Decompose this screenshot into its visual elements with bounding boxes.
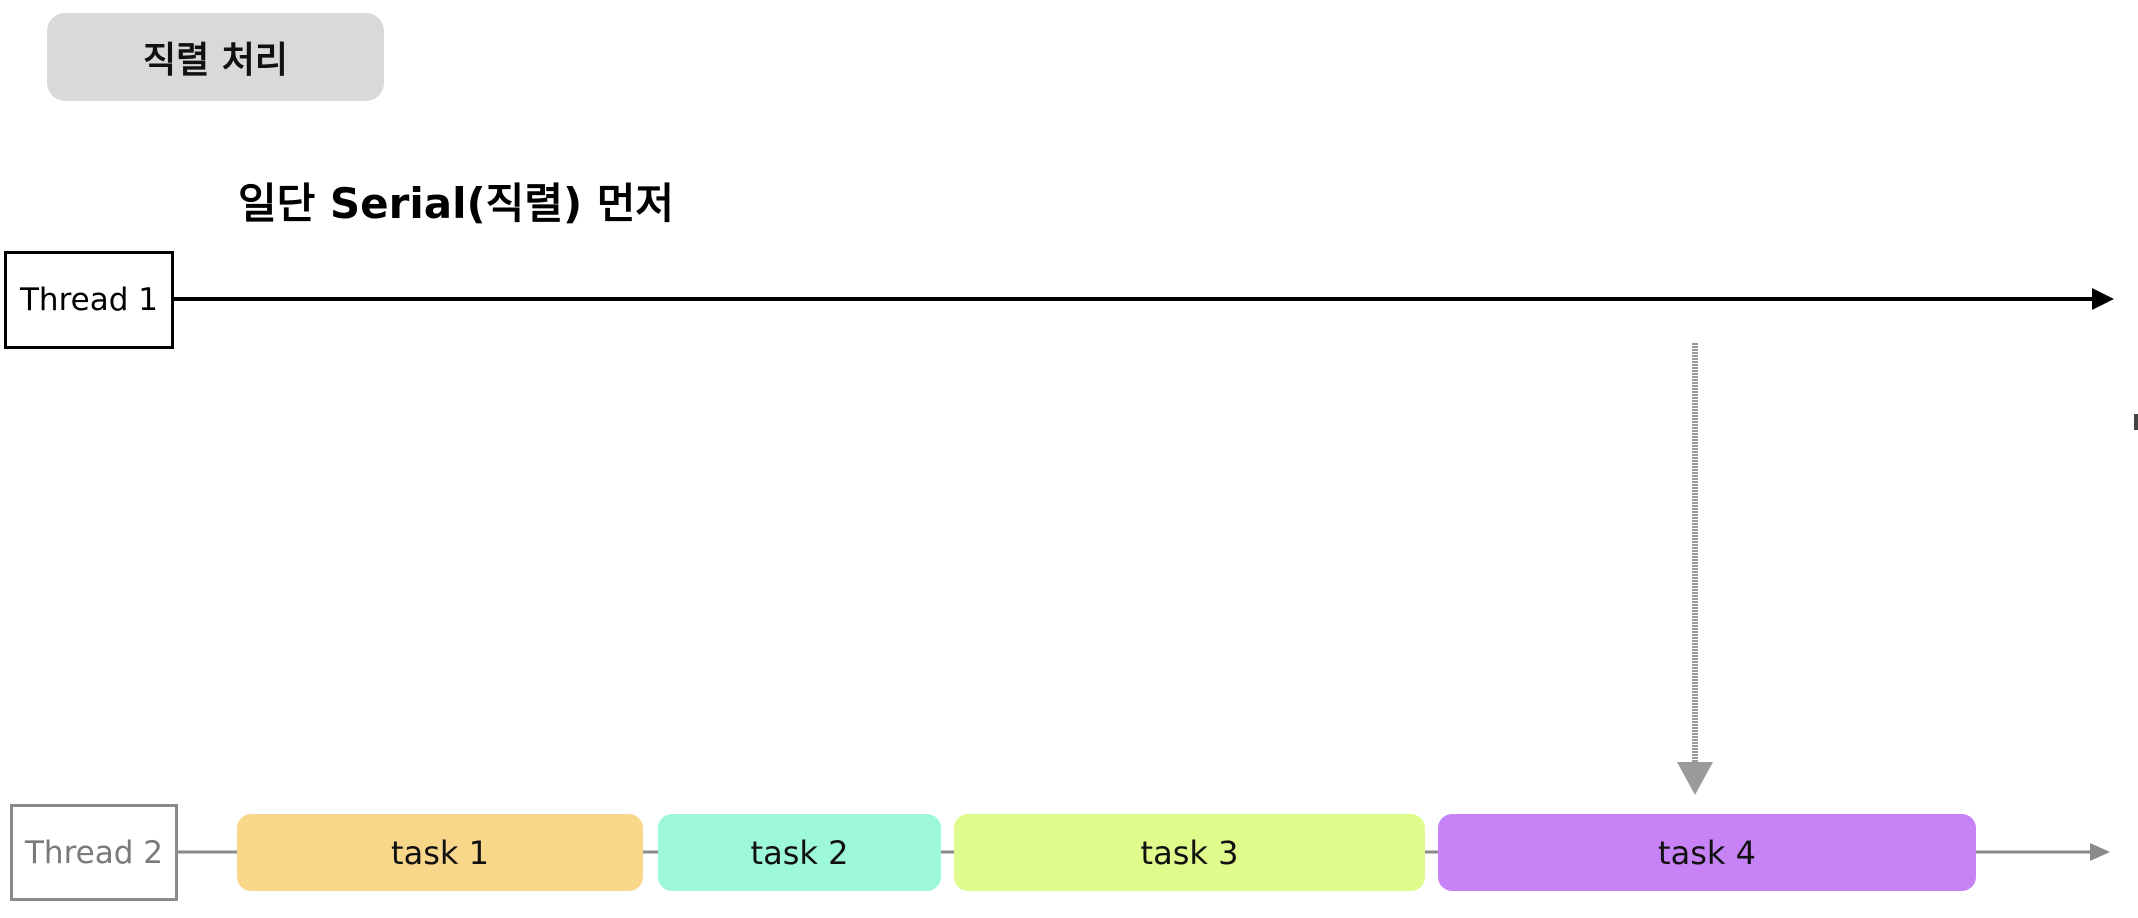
thread-2-arrowhead	[2090, 843, 2110, 861]
task-2-block: task 2	[658, 814, 941, 891]
thread-1-box: Thread 1	[4, 251, 174, 349]
task-4-label: task 4	[1658, 833, 1756, 872]
dispatch-arrowhead	[1677, 762, 1713, 795]
task-3-block: task 3	[954, 814, 1425, 891]
task-1-block: task 1	[237, 814, 643, 891]
task-1-label: task 1	[391, 833, 489, 872]
task-3-label: task 3	[1140, 833, 1239, 872]
serial-processing-badge: 직렬 처리	[47, 13, 384, 101]
task-2-label: task 2	[750, 833, 849, 872]
thread-1-label: Thread 1	[20, 282, 158, 318]
badge-label: 직렬 처리	[142, 40, 288, 81]
edge-marker	[2134, 414, 2138, 430]
task-4-block: task 4	[1438, 814, 1976, 891]
thread-2-box: Thread 2	[10, 804, 178, 901]
thread-1-arrowhead	[2092, 288, 2114, 310]
thread-2-label: Thread 2	[25, 834, 163, 871]
slide-heading: 일단 Serial(직렬) 먼저	[238, 179, 675, 228]
